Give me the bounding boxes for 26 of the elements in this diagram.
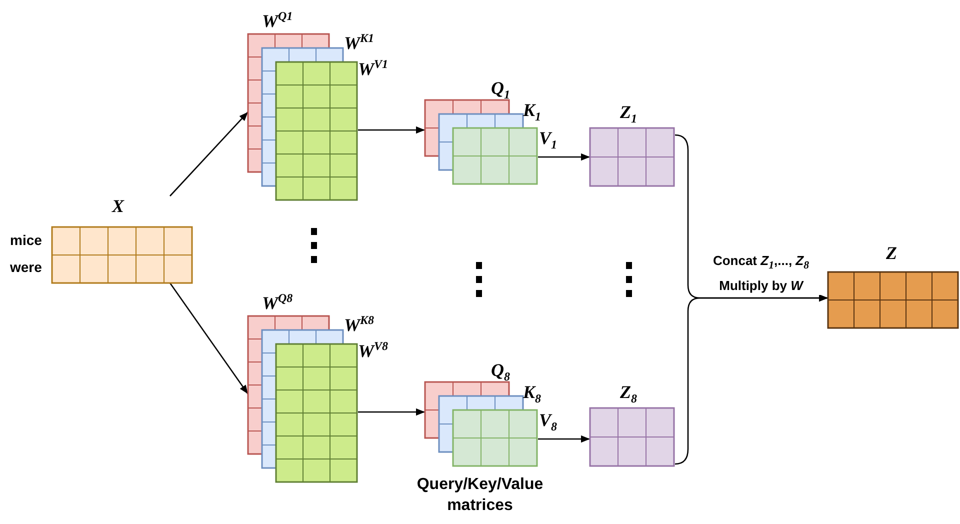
arrow xyxy=(538,153,590,161)
arrow xyxy=(538,435,590,443)
arrow xyxy=(169,282,249,394)
matrix-label: W$^{V1}$ xyxy=(358,56,388,79)
matrix-label: V$_{8}$ xyxy=(539,410,558,436)
row-label: were xyxy=(10,259,42,275)
matrix-label: Q$_{8}$ xyxy=(491,360,510,386)
arrow xyxy=(170,112,248,196)
matrix-label: V$_{1}$ xyxy=(539,128,558,154)
matrix-label: W$^{K8}$ xyxy=(344,312,374,335)
matrix-label: X xyxy=(112,196,124,216)
arrow xyxy=(358,408,425,416)
matrix-label: W$^{K1}$ xyxy=(344,30,374,53)
matrix-label: W$^{Q1}$ xyxy=(262,8,293,31)
matrix-label: W$^{V8}$ xyxy=(358,338,388,361)
brace-arrow xyxy=(674,294,828,465)
matrix-label: Q$_{1}$ xyxy=(491,78,510,104)
arrow xyxy=(358,126,425,134)
matrix-label: Z xyxy=(886,243,897,263)
matrix-label: W$^{Q8}$ xyxy=(262,290,293,313)
matrix-label: Z$_{1}$ xyxy=(620,102,637,128)
matrix-label: Z$_{8}$ xyxy=(620,382,637,408)
matrix-label: K$_{8}$ xyxy=(523,382,542,408)
caption-text: Query/Key/Value matrices xyxy=(416,475,544,516)
row-label: mice xyxy=(10,232,42,248)
matrix-label: K$_{1}$ xyxy=(523,100,542,126)
